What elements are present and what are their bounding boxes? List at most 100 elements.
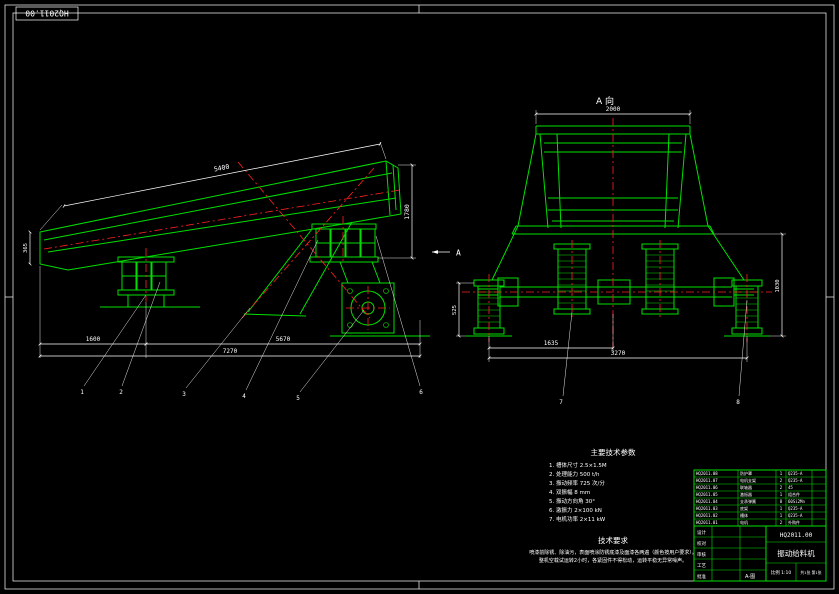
centerlines-right-view	[462, 118, 772, 348]
requirement-line: 喷漆前除锈、除油污，表面喷涂防锈底漆及面漆各两遍（颜色按用户要求）。	[529, 549, 697, 556]
dim-left-height: 525	[452, 305, 458, 315]
dim-bottom-half: 1635	[544, 340, 559, 347]
part-qty: 1	[780, 513, 783, 518]
part-name: 联轴器	[740, 484, 752, 490]
dim-right-height: 1780	[403, 204, 411, 220]
callout-number: 6	[419, 389, 423, 396]
outer-support-spring-right	[707, 225, 770, 337]
parameter-line: 3. 振动频率 725 次/分	[549, 479, 605, 487]
view-a-title: A 向	[596, 95, 614, 107]
parameter-line: 5. 振动方向角 30°	[549, 497, 595, 505]
corner-label-box: HQ2011.00	[15, 6, 79, 21]
view-a-arrow-label: A	[456, 249, 461, 258]
part-name: 电机支架	[740, 477, 756, 483]
sig-label: 校对	[697, 540, 706, 547]
part-code: HQ2011.05	[696, 492, 718, 497]
part-code: HQ2011.06	[696, 485, 718, 490]
axle-assembly	[478, 277, 754, 307]
dimensions-left-view: 5400 1780 365 1600 5670 7270	[23, 141, 422, 358]
left-view: 5400 1780 365 1600 5670 7270 1 2	[23, 141, 461, 402]
dim-bottom-2: 5670	[276, 336, 291, 343]
dim-top-width: 2000	[606, 106, 621, 113]
under-frame-brace	[243, 221, 353, 317]
callout-number: 7	[559, 399, 563, 406]
drawing-title: 振动给料机	[777, 548, 815, 558]
parameter-line: 6. 激振力 2×100 kN	[549, 506, 602, 514]
part-code: HQ2011.02	[696, 513, 718, 518]
spring-stack-left	[100, 256, 200, 308]
part-code: HQ2011.03	[696, 506, 718, 511]
callout-number: 3	[182, 391, 186, 398]
outer-support-spring-left	[466, 225, 519, 337]
sig-label: 设计	[697, 529, 706, 536]
technical-parameters: 主要技术参数 1. 槽体尺寸 2.5×1.5M 2. 处理能力 500 t/h …	[549, 447, 636, 523]
part-name: 防护罩	[740, 470, 752, 476]
sheet-field: 共1张 第1张	[800, 570, 821, 575]
part-material: Q235-A	[788, 471, 803, 476]
part-material: 60Si2Mn	[788, 499, 805, 504]
part-qty: 2	[780, 478, 783, 483]
format-label: A-图	[745, 574, 755, 580]
part-code: HQ2011.07	[696, 478, 718, 483]
centerlines-left-view	[43, 161, 401, 330]
part-name: 电机	[740, 519, 748, 525]
dim-top-length: 5400	[213, 163, 230, 174]
parameter-line: 2. 处理能力 500 t/h	[549, 470, 600, 478]
spring-stack-right	[309, 223, 379, 263]
sig-label: 批准	[697, 573, 706, 580]
dim-bottom-total: 3270	[611, 350, 626, 357]
trough-body	[39, 160, 402, 271]
sig-label: 审核	[697, 551, 706, 558]
dimensions-right-view: 2000 525 1030 1635 3270	[452, 106, 786, 362]
technical-requirements: 技术要求 喷漆前除锈、除油污，表面喷涂防锈底漆及面漆各两遍（颜色按用户要求）。 …	[529, 535, 697, 564]
requirement-line: 整机空载试运转2小时，各紧固件不得松动，运转平稳无异常噪声。	[539, 557, 687, 564]
sig-label: 工艺	[697, 563, 706, 569]
callout-number: 1	[80, 389, 84, 396]
part-material: Q235-A	[788, 506, 803, 511]
callout-number: 8	[736, 399, 740, 406]
parts-list: HQ2011.08 防护罩 1 Q235-A HQ2011.07 电机支架 2 …	[696, 470, 805, 525]
dim-left-height: 365	[23, 243, 29, 253]
part-name: 激振器	[740, 491, 752, 497]
parameters-title: 主要技术参数	[591, 447, 636, 457]
part-material: 45	[788, 485, 793, 490]
dim-right-height: 1030	[775, 279, 781, 292]
parameter-line: 7. 电机功率 2×11 kW	[549, 515, 606, 523]
requirements-title: 技术要求	[598, 535, 628, 545]
part-qty: 1	[780, 492, 783, 497]
vibration-exciter	[330, 261, 430, 337]
part-material: Q235-A	[788, 513, 803, 518]
drawing-number: HQ2011.00	[780, 532, 813, 539]
part-code: HQ2011.08	[696, 471, 718, 476]
corner-label-frame	[15, 6, 79, 21]
part-code: HQ2011.04	[696, 499, 718, 504]
title-block: HQ2011.08 防护罩 1 Q235-A HQ2011.07 电机支架 2 …	[693, 469, 827, 582]
title-fields: 设计 校对 审核 工艺 批准 A-图 HQ2011.00 振动给料机 比例 1:…	[697, 529, 822, 580]
view-direction-arrow: A	[432, 249, 461, 258]
parts-list-grid	[694, 470, 826, 527]
part-callout-leaders-right: 7 8	[559, 299, 748, 406]
parameter-line: 4. 双振幅 8 mm	[549, 488, 590, 496]
drawing-frame	[4, 4, 835, 590]
part-qty: 1	[780, 506, 783, 511]
part-material: Q235-A	[788, 478, 803, 483]
drawing-number-corner: HQ2011.00	[25, 9, 69, 18]
callout-number: 5	[296, 395, 300, 402]
right-view: A 向	[452, 95, 786, 406]
title-fields-grid	[694, 526, 826, 581]
part-qty: 1	[780, 471, 783, 476]
scale-field: 比例 1:10	[771, 569, 792, 576]
parameter-line: 1. 槽体尺寸 2.5×1.5M	[549, 461, 607, 469]
part-material: 组合件	[788, 491, 800, 497]
callout-number: 4	[242, 393, 246, 400]
part-qty: 2	[780, 520, 783, 525]
dim-bottom-1: 1600	[86, 336, 101, 343]
part-name: 底架	[740, 505, 748, 511]
part-callout-leaders-left: 1 2 3 4 5 6	[80, 235, 423, 402]
part-qty: 8	[780, 499, 783, 504]
part-code: HQ2011.01	[696, 520, 718, 525]
dim-bottom-total: 7270	[223, 348, 238, 355]
callout-number: 2	[119, 389, 123, 396]
